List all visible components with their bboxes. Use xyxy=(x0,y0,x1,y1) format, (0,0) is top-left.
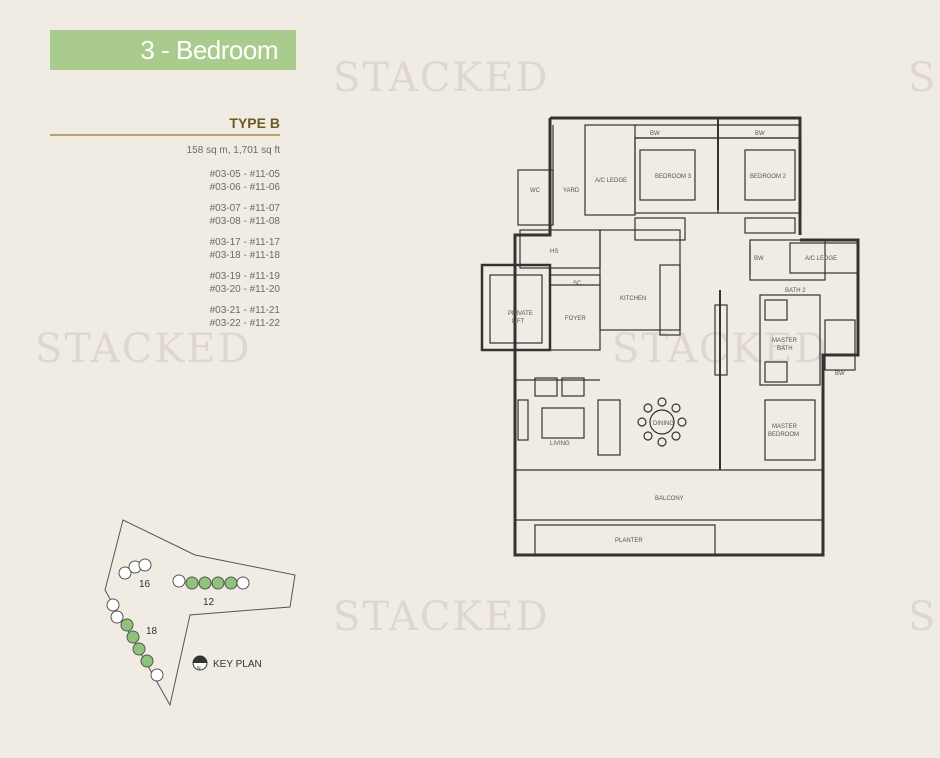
room-label-private-lift: PRIVATE xyxy=(508,311,533,317)
unit-group: #03-05 - #11-05 #03-06 - #11-06 xyxy=(50,168,280,194)
room-label-wc: WC xyxy=(530,188,541,194)
key-plan-label: KEY PLAN xyxy=(213,659,262,670)
unit-range: #03-19 - #11-19 xyxy=(209,271,280,282)
page-title-banner: 3 - Bedroom xyxy=(50,30,296,70)
unit-range: #03-20 - #11-20 xyxy=(209,284,280,295)
unit-area: 158 sq m, 1,701 sq ft xyxy=(186,145,280,156)
room-label-master-bath: BATH xyxy=(777,346,793,352)
room-label-living: LIVING xyxy=(550,441,570,447)
unit-range: #03-06 - #11-06 xyxy=(209,182,280,193)
north-arrow-icon: N xyxy=(192,655,208,672)
unit-group: #03-07 - #11-07 #03-08 - #11-08 xyxy=(50,202,280,228)
room-label-bedroom3: BEDROOM 3 xyxy=(655,174,692,180)
room-label-bw: BW xyxy=(754,256,764,262)
unit-range: #03-08 - #11-08 xyxy=(209,216,280,227)
floor-plan: BW BW BEDROOM 3 BEDROOM 2 A/C LEDGE WC Y… xyxy=(480,116,860,557)
unit-group: #03-21 - #11-21 #03-22 - #11-22 xyxy=(50,304,280,330)
room-label-foyer: FOYER xyxy=(565,316,586,322)
watermark: STACKED xyxy=(333,594,550,640)
unit-range: #03-22 - #11-22 xyxy=(209,318,280,329)
unit-number-list: #03-05 - #11-05 #03-06 - #11-06 #03-07 -… xyxy=(50,168,280,338)
room-label-hs: HS xyxy=(550,249,558,255)
north-label: N xyxy=(197,666,201,672)
room-label-ac-ledge: A/C LEDGE xyxy=(595,178,627,184)
unit-type-heading: TYPE B xyxy=(229,115,280,131)
room-label-ac-ledge: A/C LEDGE xyxy=(805,256,837,262)
room-label-bath2: BATH 2 xyxy=(785,288,806,294)
watermark: STACKED xyxy=(35,326,252,372)
room-label-planter: PLANTER xyxy=(615,538,643,544)
block-number: 16 xyxy=(139,579,151,590)
room-label-bw: BW xyxy=(835,371,845,377)
highlighted-units xyxy=(120,576,238,668)
unit-range: #03-05 - #11-05 xyxy=(209,169,280,180)
watermark: S xyxy=(908,594,938,640)
room-label-master-bedroom: MASTER xyxy=(772,424,798,430)
watermark: STACKED xyxy=(333,55,550,101)
watermark: S xyxy=(908,55,938,101)
room-label-bedroom2: BEDROOM 2 xyxy=(750,174,787,180)
room-label-bw: BW xyxy=(650,131,660,137)
room-label-sc: SC xyxy=(573,281,582,287)
unit-group: #03-19 - #11-19 #03-20 - #11-20 xyxy=(50,270,280,296)
unit-range: #03-18 - #11-18 xyxy=(209,250,280,261)
unit-group: #03-17 - #11-17 #03-18 - #11-18 xyxy=(50,236,280,262)
room-label-bw: BW xyxy=(755,131,765,137)
room-label-private-lift: LIFT xyxy=(512,319,525,325)
room-label-dining: DINING xyxy=(653,421,674,427)
heading-divider xyxy=(50,134,280,136)
room-label-master-bath: MASTER xyxy=(772,338,798,344)
unit-range: #03-21 - #11-21 xyxy=(209,305,280,316)
room-label-yard: YARD xyxy=(563,188,580,194)
room-label-master-bedroom: BEDROOM xyxy=(768,432,799,438)
unit-range: #03-17 - #11-17 xyxy=(209,237,280,248)
block-number: 18 xyxy=(146,626,158,637)
unit-range: #03-07 - #11-07 xyxy=(209,203,280,214)
room-label-balcony: BALCONY xyxy=(655,496,684,502)
room-label-kitchen: KITCHEN xyxy=(620,296,646,302)
key-plan: 16 12 18 N KEY PLAN xyxy=(104,519,296,707)
block-number: 12 xyxy=(203,597,215,608)
